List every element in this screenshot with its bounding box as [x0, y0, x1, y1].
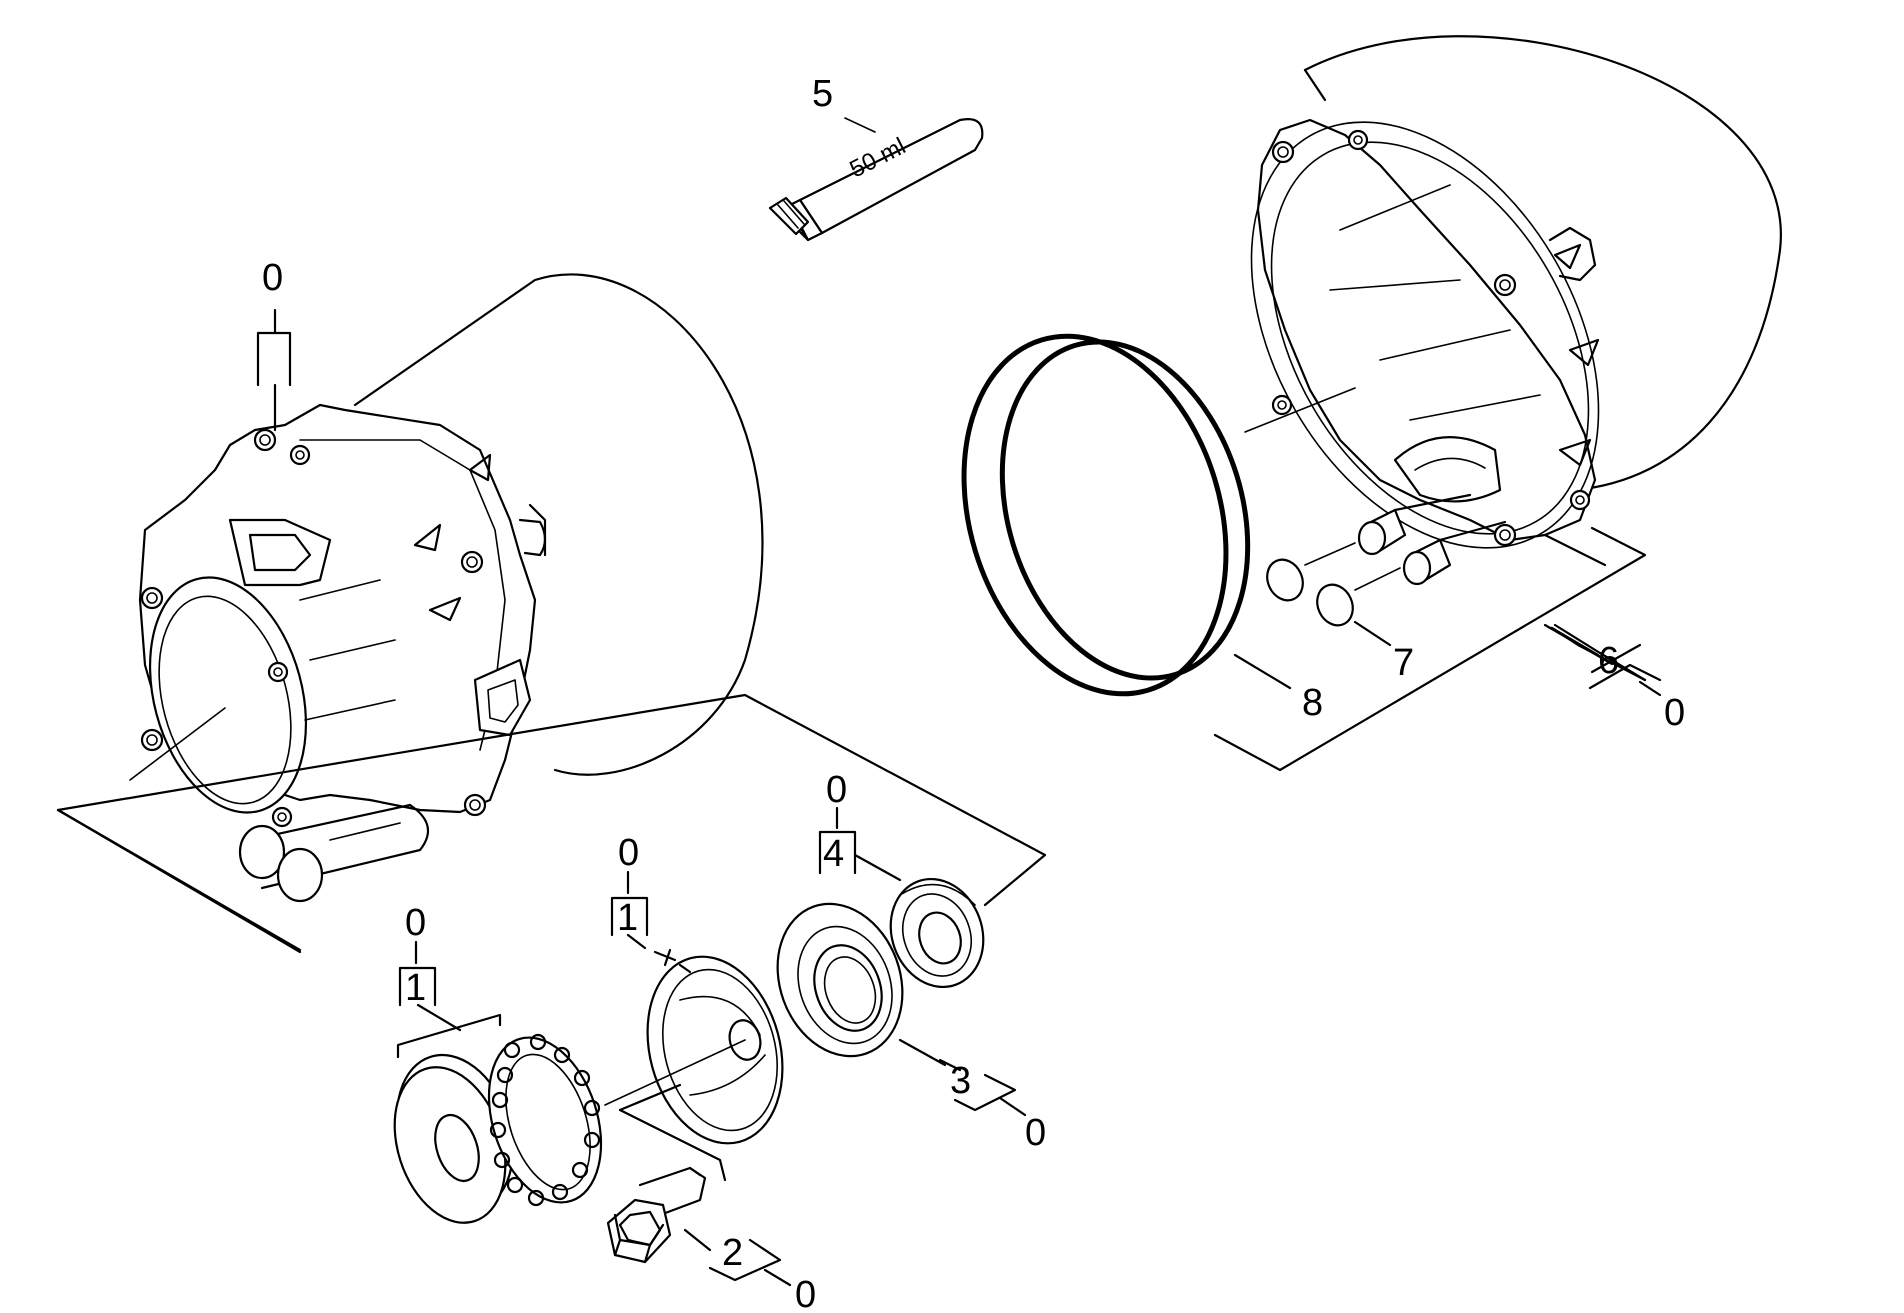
large-o-ring: [961, 333, 1251, 697]
label-item-1-washer: 1: [405, 967, 426, 1009]
label-item-0-washer: 0: [405, 902, 426, 944]
label-item-8: 8: [1302, 682, 1323, 724]
item-1-washer-bracket: [396, 940, 502, 1059]
label-item-5: 5: [812, 73, 833, 115]
seal-ring: [889, 877, 985, 989]
left-motor-housing: [129, 273, 764, 903]
shaft-leader: [604, 1039, 746, 1106]
item-2-tag: [708, 1238, 792, 1287]
thrust-washer: [393, 1053, 514, 1224]
item-4-bracket: [818, 806, 902, 882]
item-3-tag: [953, 1073, 1027, 1117]
right-assembly-bracket: [1213, 526, 1647, 772]
label-item-7: 7: [1393, 642, 1414, 684]
label-item-3-sub: 0: [1025, 1112, 1046, 1154]
small-o-rings: [1266, 542, 1401, 627]
label-item-3: 3: [950, 1060, 971, 1102]
label-item-2-sub: 0: [795, 1274, 816, 1313]
bearing-cup: [646, 955, 784, 1145]
label-item-4: 4: [823, 833, 844, 875]
item-1-cup-bracket: [610, 870, 692, 974]
right-motor-housing: [1244, 35, 1782, 586]
label-item-0-housing: 0: [262, 257, 283, 299]
ball-bearing: [776, 902, 904, 1058]
label-item-6-sub: 0: [1664, 692, 1685, 734]
label-item-0-cup: 0: [618, 832, 639, 874]
housing-label-bracket: [256, 308, 292, 432]
grease-tube: 50 ml: [768, 117, 984, 242]
label-item-1-cup: 1: [617, 897, 638, 939]
cup-assembly-bracket: [618, 1108, 727, 1182]
roller-cage: [487, 1033, 603, 1207]
hex-bolt: [606, 1166, 707, 1264]
label-item-2: 2: [722, 1232, 743, 1274]
label-item-0-bearing: 0: [826, 769, 847, 811]
